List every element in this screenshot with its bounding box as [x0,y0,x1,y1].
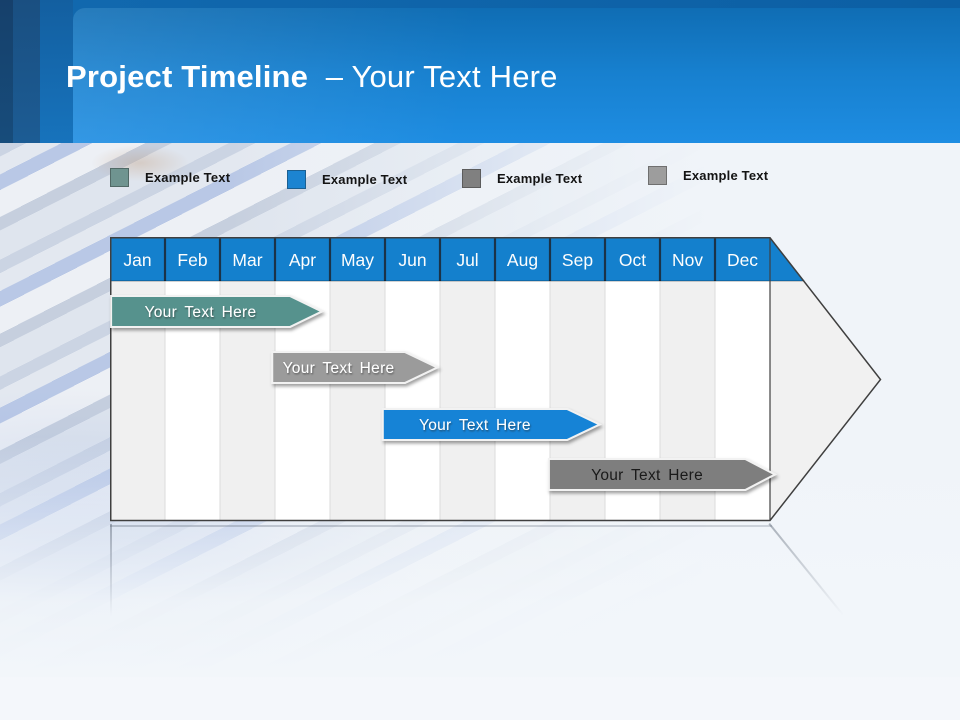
legend-item: Example Text [287,170,407,189]
legend-label: Example Text [497,171,583,186]
legend-swatch [110,168,129,187]
legend-swatch [462,169,481,188]
legend-item: Example Text [462,169,582,188]
header-band [73,8,960,143]
legend-label: Example Text [683,168,769,183]
gantt-bar-label: Your Text Here [591,467,703,484]
slide-title-light: – Your Text Here [325,59,558,94]
gantt-column [330,281,385,521]
month-label: Jun [398,250,426,270]
header-accent-strip-light [40,0,73,143]
month-label: Apr [289,250,316,270]
gantt-column [440,281,495,521]
legend-swatch [287,170,306,189]
legend-item: Example Text [648,166,768,185]
arrow-outline [110,237,882,522]
month-label: Mar [232,250,262,270]
legend-label: Example Text [322,172,408,187]
legend-swatch [648,166,667,185]
gantt-column [385,281,440,521]
month-label: Oct [619,250,646,270]
gantt-bar-label: Your Text Here [145,304,257,321]
month-label: Jan [123,250,151,270]
gantt-bar [110,295,325,328]
month-label: May [341,250,374,270]
table-reflection-left-edge [110,524,112,616]
timeline-arrow-svg: Jan Feb Mar Apr May Jun Jul Aug Sep Oct Nov DecYour… [110,237,882,522]
gantt-column [495,281,550,521]
gantt-bar [271,351,440,384]
header-accent-strip-medium [13,0,40,143]
header-accent-strip-dark [0,0,13,143]
month-label: Sep [562,250,593,270]
slide-title: Project Timeline – Your Text Here [66,59,558,95]
gantt-bar-label: Your Text Here [419,417,531,434]
month-label: Aug [507,250,538,270]
month-label: Jul [456,250,478,270]
gantt-bar [381,408,602,441]
slide-title-bold: Project Timeline [66,59,309,94]
gantt-bar [547,458,778,491]
gantt-bar-label: Your Text Here [283,360,395,377]
legend-item: Example Text [110,168,230,187]
table-reflection-line [110,525,772,527]
legend-label: Example Text [145,170,231,185]
month-label: Nov [672,250,703,270]
month-label: Dec [727,250,758,270]
month-label: Feb [177,250,207,270]
arrowhead [770,237,881,521]
